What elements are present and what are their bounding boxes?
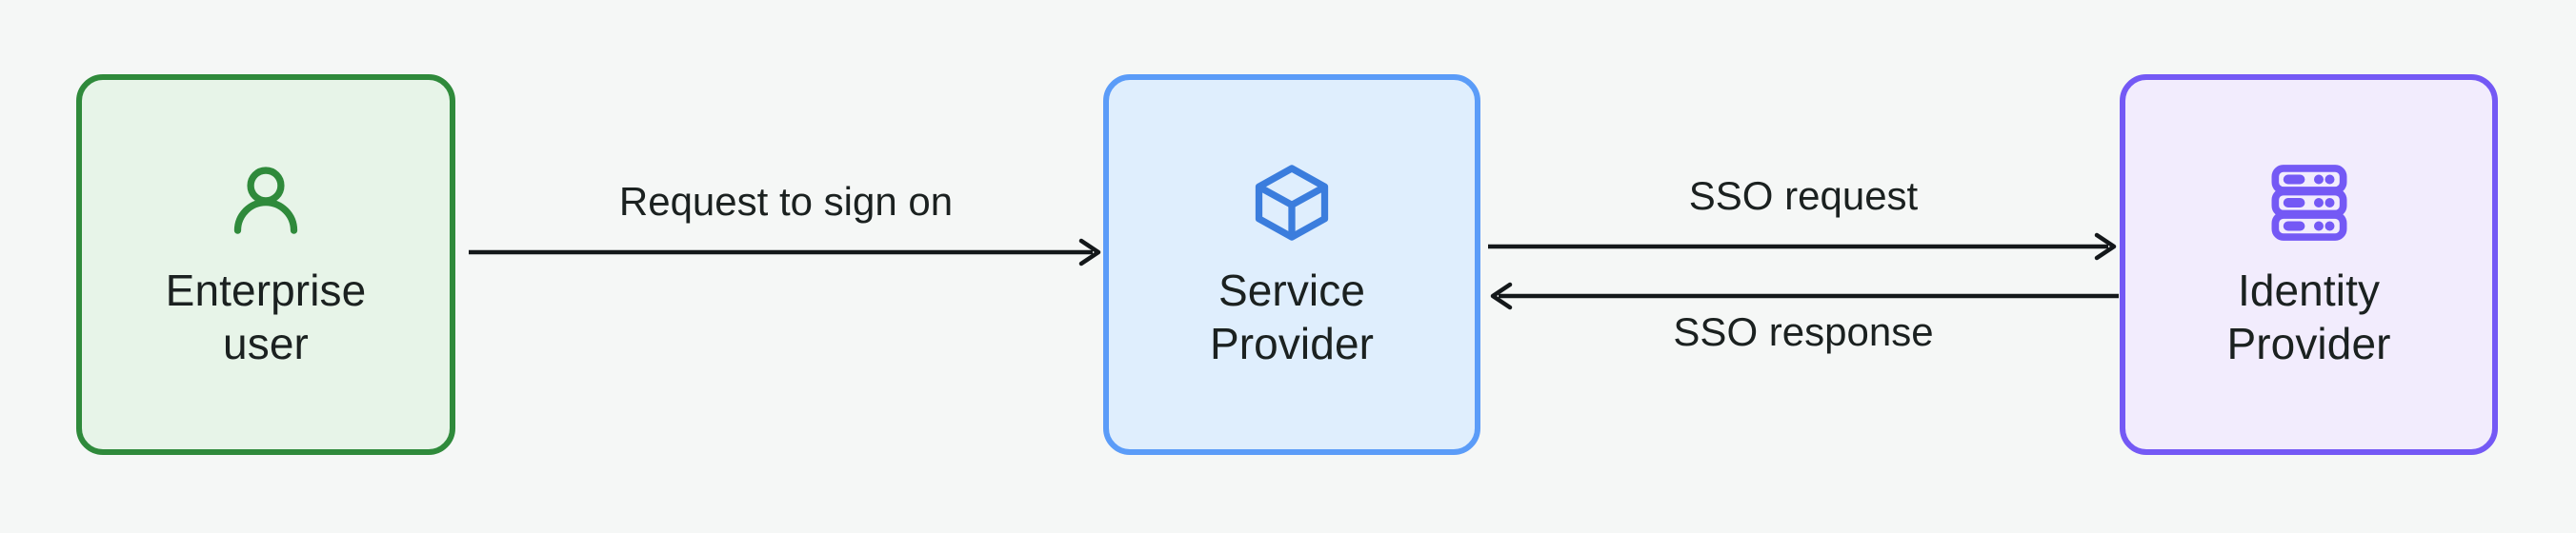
edge-label-sso-request: SSO request: [1688, 173, 1919, 218]
node-label-service-provider: Service Provider: [1209, 265, 1375, 368]
edge-arrow-sso-response: [1488, 280, 2119, 312]
edge-label-sso-response: SSO response: [1673, 309, 1934, 354]
server-rack-icon: [2265, 159, 2353, 247]
cube-icon: [1248, 159, 1336, 247]
node-label-identity-provider: Identity Provider: [2226, 265, 2391, 368]
node-label-enterprise-user: Enterprise user: [165, 265, 367, 368]
edge-arrow-sso-request: [1488, 230, 2119, 263]
edge-label-request-to-sign-on: Request to sign on: [618, 179, 954, 224]
edge-arrow-request-to-sign-on: [469, 236, 1103, 268]
node-enterprise-user[interactable]: Enterprise user: [76, 74, 455, 455]
node-identity-provider[interactable]: Identity Provider: [2120, 74, 2498, 455]
user-icon: [222, 159, 310, 247]
node-service-provider[interactable]: Service Provider: [1103, 74, 1480, 455]
